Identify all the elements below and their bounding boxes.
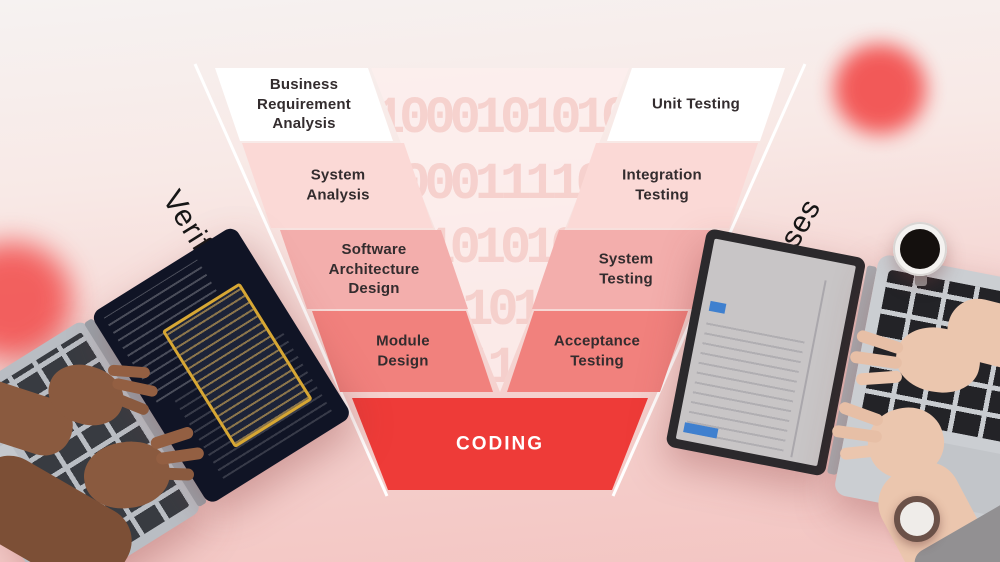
- laptop-right-screen-content: [675, 238, 856, 467]
- label-software-architecture-design: Software Architecture Design: [328, 240, 420, 297]
- label-integration-testing: Integration Testing: [622, 166, 702, 204]
- inner-triangle: [371, 68, 629, 392]
- red-blob-top-right: [834, 44, 926, 134]
- label-unit-testing: Unit Testing: [652, 95, 740, 113]
- phase-block-software-architecture-design: [280, 230, 468, 309]
- binary-row: 1000101010: [374, 89, 630, 148]
- phase-block-business-requirement-analysis: [215, 68, 393, 141]
- label-coding: CODING: [456, 433, 544, 455]
- blue-chip: [708, 300, 727, 314]
- label-system-analysis: System Analysis: [306, 166, 370, 204]
- phase-block-coding: [352, 398, 648, 490]
- phase-block-module-design: [312, 311, 493, 392]
- wristwatch: [894, 496, 940, 542]
- phase-block-integration-testing: [567, 143, 758, 228]
- label-acceptance-testing: Acceptance Testing: [553, 332, 641, 370]
- phase-block-system-testing: [532, 230, 720, 309]
- label-module-design: Module Design: [376, 332, 430, 370]
- finger: [151, 467, 195, 481]
- phase-block-unit-testing: [607, 68, 785, 141]
- outer-line-left: [193, 63, 389, 497]
- phase-block-system-analysis: [242, 143, 433, 228]
- label-business-requirement-analysis: Business Requirement Analysis: [257, 75, 351, 132]
- label-system-testing: System Testing: [598, 250, 654, 288]
- coffee-cup: [893, 222, 947, 286]
- phase-block-acceptance-testing: [507, 311, 688, 392]
- coffee: [900, 229, 940, 269]
